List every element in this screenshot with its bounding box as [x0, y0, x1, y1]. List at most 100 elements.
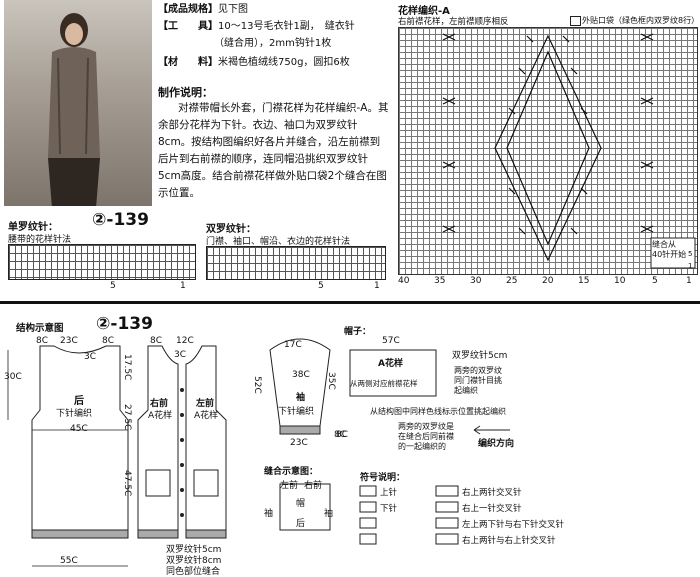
chart-a-grid — [398, 27, 698, 275]
sleeve-outline — [269, 338, 331, 427]
back-piece-outline — [31, 345, 129, 531]
right-front-outline — [137, 345, 179, 531]
hood-side-35c: 35C — [326, 372, 336, 390]
right-front-label: 右前 — [150, 399, 169, 409]
chart-a-corner-note-2: 40针开始 — [652, 250, 687, 259]
spec-size-label: 【成品规格】 — [158, 4, 218, 15]
dim-sleeve-38c: 38C — [292, 370, 310, 380]
right-front-sub: A花样 — [148, 411, 173, 421]
hood-note-5: 在缝合后同前襟 — [398, 432, 454, 441]
rib-5cm-label: 双罗纹针5cm — [166, 545, 222, 555]
dim-top-8c-b: 8C — [102, 336, 115, 346]
chart-a-corner-note-1: 缝合从 — [652, 240, 676, 249]
hood-note-4: 两旁的双罗纹是 — [398, 422, 454, 431]
rib-left-subtitle: 腰带的花样针法 — [8, 235, 72, 245]
sleeve-sub: 下针编织 — [278, 407, 315, 417]
dim-v-175: 17.5C — [122, 354, 132, 381]
knit-direction-label: 编织方向 — [478, 439, 515, 449]
seam-title: 缝合示意图： — [264, 467, 319, 477]
dim-sleeve-52c: 52C — [252, 376, 262, 394]
dim-v-475: 47.5C — [122, 470, 132, 497]
sleeve-label: 袖 — [296, 393, 306, 403]
model-number-top: ②-139 — [92, 210, 149, 230]
seam-sleeve-l: 袖 — [264, 509, 274, 519]
dim-top-23c: 23C — [60, 336, 78, 346]
hood-note-2: 同门襟针目挑 — [454, 376, 502, 385]
hood-rib-5cm: 双罗纹针5cm — [452, 351, 508, 361]
seam-hood: 帽 — [296, 499, 306, 509]
chart-a-y-tick-1: 1 — [688, 262, 693, 270]
spec-tools-label: 【工 具】 — [158, 21, 218, 32]
back-sub: 下针编织 — [56, 409, 93, 419]
hood-note-a: 两旁的双罗纹 同门襟针目挑 起编织 — [454, 366, 502, 396]
dim-sleeve-23c: 23C — [290, 438, 308, 448]
dim-side-30c: 30C — [4, 372, 22, 382]
rib-right-axis-1: 1 — [374, 281, 380, 291]
hood-pattern: A花样 — [378, 359, 403, 369]
hood-note-1: 两旁的双罗纹 — [454, 366, 502, 375]
x-tick-5: 5 — [652, 276, 658, 286]
hood-pick-note: 从结构图中同样色线标示位置挑起编织 — [370, 407, 506, 416]
hood-pattern-sub: 从两侧对应前襟花样 — [350, 379, 418, 388]
chart-a-pocket-note: 外贴口袋（绿色框内双罗纹8行） — [582, 16, 700, 25]
rib-right-axis-5: 5 — [318, 281, 324, 291]
dim-v-275: 27.5C — [122, 404, 132, 431]
rib-left-axis-1: 1 — [180, 281, 186, 291]
hood-rect — [349, 349, 437, 397]
left-front-outline — [185, 345, 227, 531]
seam-back: 后 — [296, 519, 306, 529]
hood-title: 帽子： — [344, 327, 372, 337]
pocket-legend-box — [570, 16, 581, 26]
dim-shoulder-3c: 3C — [84, 352, 97, 362]
structure-diagram — [7, 338, 510, 567]
spec-material: 【材 料】米褐色植绒线750g，圆扣6枚 — [158, 55, 350, 71]
chart-a-x-axis: 40 35 30 25 20 15 10 5 1 — [398, 276, 696, 288]
dim-sleeve-17c: 17C — [284, 340, 302, 350]
hood-note-6: 的一起编织的 — [398, 442, 446, 451]
seam-left-front: 左前 — [280, 481, 299, 491]
structure-title: 结构示意图 — [16, 323, 64, 334]
spec-size-value: 见下图 — [218, 4, 248, 15]
rib-right-title: 双罗纹针： — [206, 224, 256, 235]
same-color-label: 同色部位缝合 — [166, 567, 221, 577]
spec-size: 【成品规格】见下图 — [158, 2, 248, 18]
hood-note-b: 两旁的双罗纹是 在缝合后同前襟 的一起编织的 — [398, 422, 454, 452]
rib-8cm-label: 双罗纹针8cm — [166, 556, 222, 566]
x-tick-25: 25 — [506, 276, 518, 286]
dim-hem-55c: 55C — [60, 556, 78, 566]
x-tick-1: 1 — [686, 276, 692, 286]
section-divider — [0, 301, 700, 304]
legend-knit: 下针 — [380, 504, 398, 514]
legend-purl: 上针 — [380, 488, 398, 498]
x-tick-35: 35 — [434, 276, 446, 286]
hood-note-3: 起编织 — [454, 386, 478, 395]
hood-left-8c: 8C — [336, 430, 349, 440]
pocket-right — [145, 469, 171, 497]
rib-right-subtitle: 门襟、袖口、帽沿、衣边的花样针法 — [206, 237, 351, 247]
legend-cross-left: 左上两下针与右下针交叉针 — [462, 520, 565, 530]
seam-back-outline — [279, 483, 331, 531]
rib-left-chart — [8, 244, 196, 280]
x-tick-10: 10 — [614, 276, 626, 286]
x-tick-30: 30 — [470, 276, 482, 286]
dim-sleeve-8c: 8C — [334, 430, 347, 440]
seam-sleeve-r: 袖 — [324, 509, 334, 519]
chart-a-y-tick-5: 5 — [688, 250, 693, 258]
spec-material-label: 【材 料】 — [158, 57, 218, 68]
pocket-left — [193, 469, 219, 497]
model-figure-illustration — [48, 13, 100, 206]
legend-cross-1: 右上一针交叉针 — [462, 504, 522, 514]
seam-right-front: 右前 — [304, 481, 323, 491]
dim-front-12c: 12C — [176, 336, 194, 346]
spec-tools: 【工 具】10～13号毛衣针1副， 缝衣针 — [158, 19, 355, 35]
spec-material-value: 米褐色植绒线750g，圆扣6枚 — [218, 57, 350, 68]
rib-left-title: 单罗纹针： — [8, 222, 58, 233]
hood-width-57c: 57C — [382, 336, 400, 346]
rib-left-axis-5: 5 — [110, 281, 116, 291]
structure-model-number: ②-139 — [96, 314, 153, 334]
dim-width-45c: 45C — [70, 424, 88, 434]
chart-a-corner-note: 缝合从 40针开始 — [652, 240, 686, 260]
spec-tools-cont: （缝合用），2mm钩针1枚 — [214, 38, 332, 49]
left-front-label: 左前 — [196, 399, 215, 409]
legend-cross-2: 右上两针交叉针 — [462, 488, 522, 498]
